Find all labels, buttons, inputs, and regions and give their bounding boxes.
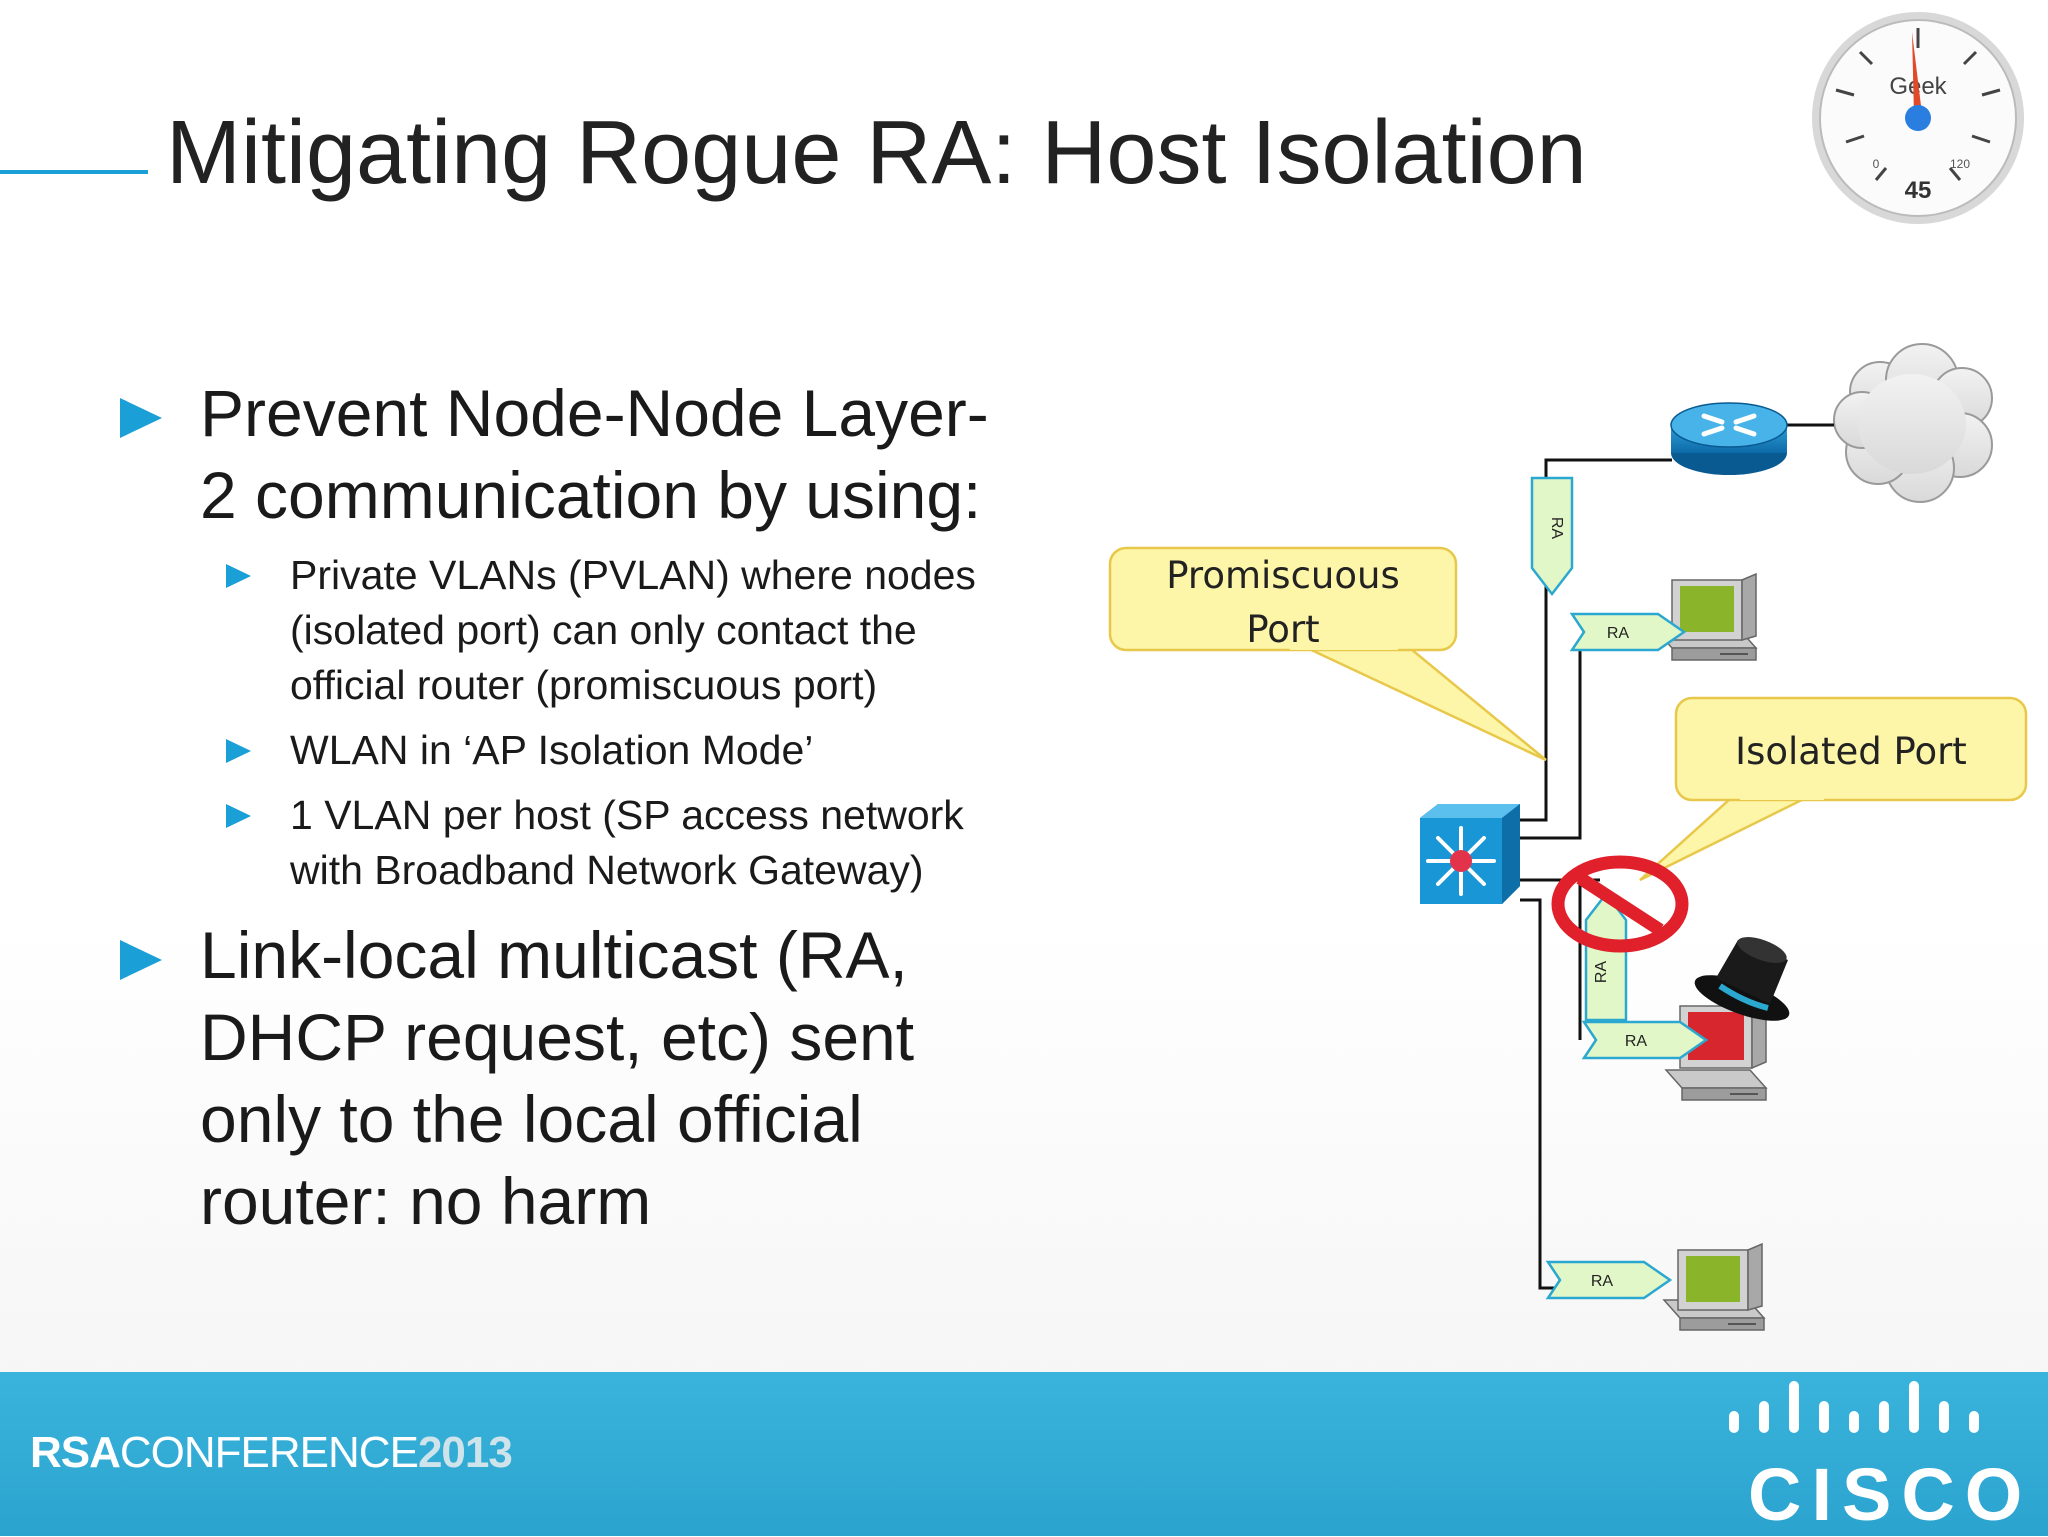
svg-text:Promiscuous: Promiscuous: [1166, 554, 1399, 597]
network-diagram: RA Promiscuous Port Isolated Port: [1108, 343, 2028, 1331]
pc-icon-host-3: [1662, 1242, 1766, 1331]
callout-isolated-port: Isolated Port: [1639, 696, 2028, 882]
ra-arrow-rogue: RA: [1581, 1020, 1709, 1060]
gauge-needle: [1912, 32, 1922, 116]
subbullet-wlan: WLAN in ‘AP Isolation Mode’: [120, 723, 1070, 778]
svg-text:RA: RA: [1591, 1273, 1614, 1290]
svg-text:RA: RA: [1625, 1033, 1648, 1050]
ra-arrow-host-3: RA: [1545, 1260, 1673, 1300]
cisco-logo-text: CISCO: [1748, 1453, 2033, 1536]
router-icon: [1670, 402, 1788, 475]
gauge-max: 120: [1950, 157, 1970, 171]
svg-text:RA: RA: [1548, 517, 1565, 540]
svg-text:Isolated Port: Isolated Port: [1735, 730, 1967, 773]
svg-text:RA: RA: [1607, 625, 1630, 642]
geek-gauge: Geek 0 120 45: [1812, 12, 2024, 224]
prohibited-icon: [1551, 855, 1689, 953]
bullet-arrow-icon: [226, 739, 251, 763]
footer-bar: [0, 1372, 2048, 1536]
gauge-min: 0: [1873, 157, 1880, 171]
bullet-prevent-l2: Prevent Node-Node Layer- 2 communication…: [120, 372, 1070, 536]
slide-title: Mitigating Rogue RA: Host Isolation: [166, 103, 1587, 203]
bullet-arrow-icon: [226, 564, 251, 588]
subbullet-vlan-per-host: 1 VLAN per host (SP access network with …: [120, 788, 1070, 898]
ra-arrow-rogue-vertical: RA: [1584, 891, 1628, 1022]
gauge-value: 45: [1905, 177, 1932, 204]
cisco-logo-bars-icon: [1729, 1381, 1979, 1433]
rsa-conference-logo: RSACONFERENCE2013: [30, 1428, 513, 1477]
title-accent-line: [0, 170, 148, 174]
ra-arrow-host-1: RA: [1569, 612, 1687, 652]
top-hat-icon: [1694, 937, 1790, 1021]
callout-promiscuous-port: Promiscuous Port: [1108, 546, 1547, 762]
subbullet-pvlan: Private VLANs (PVLAN) where nodes (isola…: [120, 548, 1070, 713]
internet-cloud-icon: [1833, 343, 1993, 503]
network-links: [1520, 423, 1834, 1290]
bullet-arrow-icon: [120, 398, 162, 438]
svg-text:Port: Port: [1246, 608, 1319, 651]
bullet-arrow-icon: [226, 804, 251, 828]
ra-arrow-router: RA: [1530, 476, 1574, 597]
bullet-arrow-icon: [120, 940, 162, 980]
switch-icon: [1420, 804, 1520, 904]
bullet-link-local-multicast: Link-local multicast (RA, DHCP request, …: [120, 914, 1070, 1242]
pc-icon-host-1: [1654, 572, 1758, 661]
svg-text:RA: RA: [1593, 961, 1610, 984]
bullet-list: Prevent Node-Node Layer- 2 communication…: [120, 372, 1070, 1254]
